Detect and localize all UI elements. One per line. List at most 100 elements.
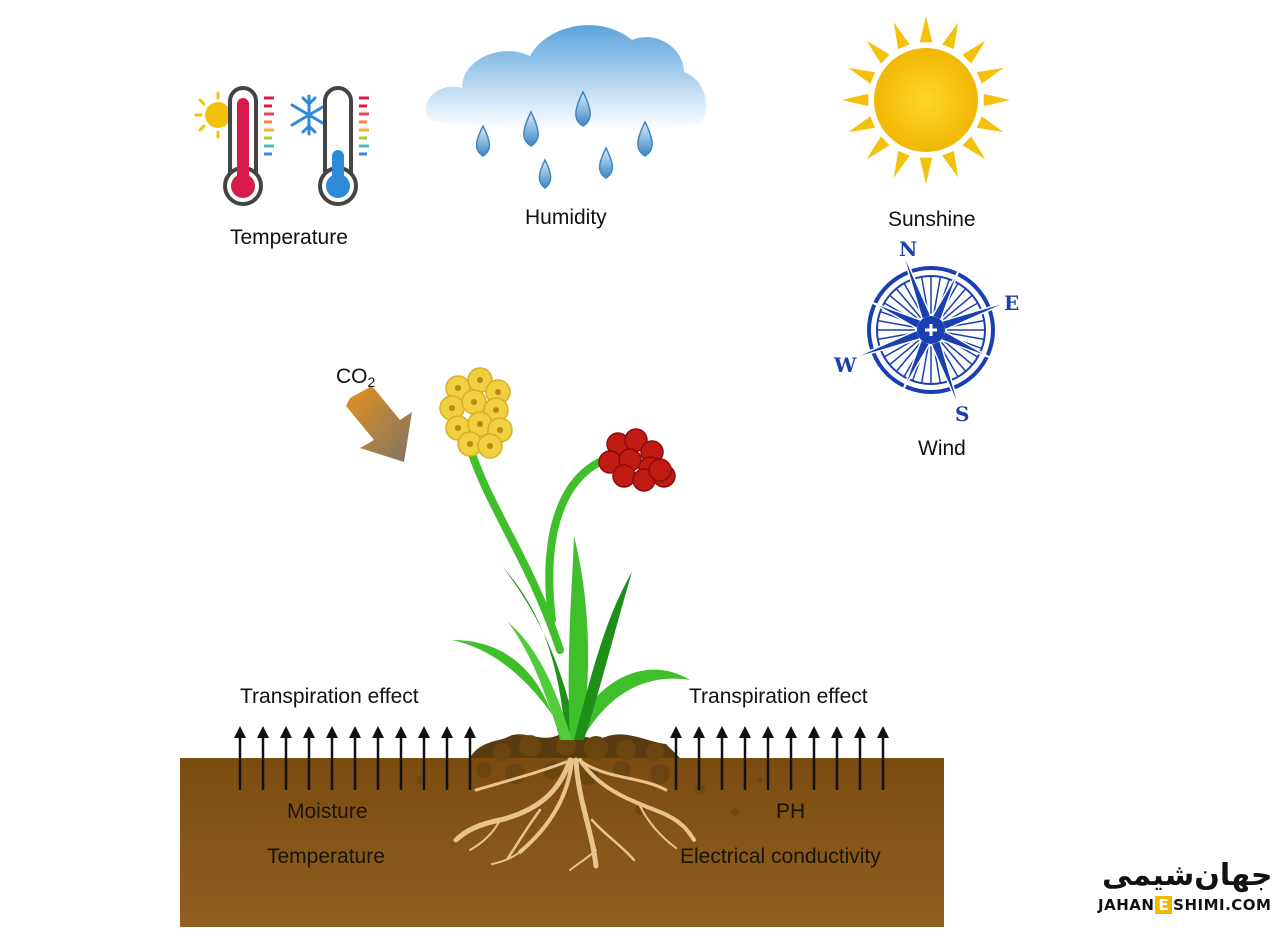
humidity-label: Humidity (525, 206, 607, 229)
soil-layer (180, 733, 944, 927)
compass-south-label: S (955, 402, 969, 426)
yellow-floret-center (471, 399, 477, 405)
sun-ray (893, 150, 910, 178)
transpiration-arrows-right (670, 726, 889, 790)
red-floret (648, 458, 672, 482)
sun-ray (842, 93, 869, 107)
co2-main-text: CO (336, 365, 368, 388)
sun-ray (942, 150, 959, 178)
transpiration-arrow-head (785, 726, 797, 738)
hot-thermometer-icon (223, 86, 274, 206)
yellow-floret-center (493, 407, 499, 413)
yellow-floret-center (497, 427, 503, 433)
sun-ray (893, 22, 910, 50)
transpiration-left-label: Transpiration effect (240, 685, 419, 708)
transpiration-arrow-head (280, 726, 292, 738)
transpiration-arrow-head (854, 726, 866, 738)
yellow-floret-center (477, 421, 483, 427)
soil-moisture-label: Moisture (287, 800, 368, 823)
sunshine-label: Sunshine (888, 208, 976, 231)
yellow-floret-center (449, 405, 455, 411)
logo-url-after: SHIMI.COM (1173, 896, 1272, 914)
sun-ray (866, 40, 890, 64)
compass-spoke (940, 288, 967, 319)
transpiration-right-label: Transpiration effect (689, 685, 868, 708)
soil-conductivity-label: Electrical conductivity (680, 845, 881, 868)
yellow-floret-center (487, 443, 493, 449)
compass-spoke (942, 339, 973, 366)
snowflake-icon (290, 94, 328, 136)
logo-url-before: JAHAN (1098, 896, 1155, 914)
cold-thermometer-icon (318, 86, 369, 206)
compass-rose-icon: N E S W (833, 237, 1019, 426)
sun-ray (866, 136, 890, 160)
transpiration-arrow-head (808, 726, 820, 738)
transpiration-arrow-head (441, 726, 453, 738)
wind-label: Wind (918, 437, 966, 460)
transpiration-arrow-head (762, 726, 774, 738)
yellow-floret-center (495, 389, 501, 395)
co2-subscript: 2 (367, 374, 376, 390)
sun-ray (976, 67, 1004, 84)
transpiration-arrow-head (303, 726, 315, 738)
compass-north-label: N (899, 237, 917, 261)
red-flower-icon (598, 428, 676, 492)
compass-west-label: W (833, 353, 857, 377)
yellow-floret-center (467, 441, 473, 447)
transpiration-arrow-head (234, 726, 246, 738)
compass-spoke (933, 276, 942, 315)
compass-spoke (940, 341, 967, 372)
sun-ray (919, 157, 933, 184)
sun-ray (976, 116, 1004, 133)
transpiration-arrow-head (418, 726, 430, 738)
compass-spoke (895, 341, 922, 372)
sun-ray (983, 93, 1010, 107)
temperature-label: Temperature (230, 226, 348, 249)
sun-ray (848, 67, 876, 84)
transpiration-arrow-head (257, 726, 269, 738)
sun-ray (919, 16, 933, 43)
raindrop-icons (475, 90, 653, 189)
co2-arrow-icon (346, 386, 412, 462)
yellow-flower-icon (439, 367, 513, 459)
transpiration-arrow-head (831, 726, 843, 738)
plant-roots-icon (453, 757, 696, 871)
transpiration-arrow-head (739, 726, 751, 738)
compass-spoke (889, 294, 920, 321)
soil-ph-label: PH (776, 800, 806, 823)
compass-spoke (877, 319, 916, 328)
transpiration-arrow-head (326, 726, 338, 738)
yellow-floret-center (455, 425, 461, 431)
plant-icon (452, 444, 690, 740)
yellow-floret-center (477, 377, 483, 383)
soil-temperature-label: Temperature (267, 845, 385, 868)
sun-ray (962, 136, 986, 160)
logo-script-text: جهان‌شیمی (1102, 858, 1274, 893)
compass-spoke (942, 294, 973, 321)
red-floret (612, 464, 636, 488)
compass-spoke (895, 288, 922, 319)
temperature-icon (194, 86, 369, 206)
logo-url-highlight: E (1155, 896, 1173, 914)
sun-ray (962, 40, 986, 64)
compass-spoke (920, 345, 929, 384)
transpiration-arrow-head (693, 726, 705, 738)
transpiration-arrow-head (349, 726, 361, 738)
yellow-floret-center (455, 385, 461, 391)
compass-east-label: E (1004, 291, 1019, 315)
sun-ray (848, 116, 876, 133)
sun-icon (842, 16, 1010, 184)
transpiration-arrows-left (234, 726, 476, 790)
transpiration-arrow-head (395, 726, 407, 738)
compass-spoke (946, 332, 985, 341)
transpiration-arrow-head (877, 726, 889, 738)
transpiration-arrow-head (464, 726, 476, 738)
transpiration-arrow-head (670, 726, 682, 738)
small-sun-icon (194, 91, 238, 139)
transpiration-arrow-head (716, 726, 728, 738)
sun-ray (942, 22, 959, 50)
